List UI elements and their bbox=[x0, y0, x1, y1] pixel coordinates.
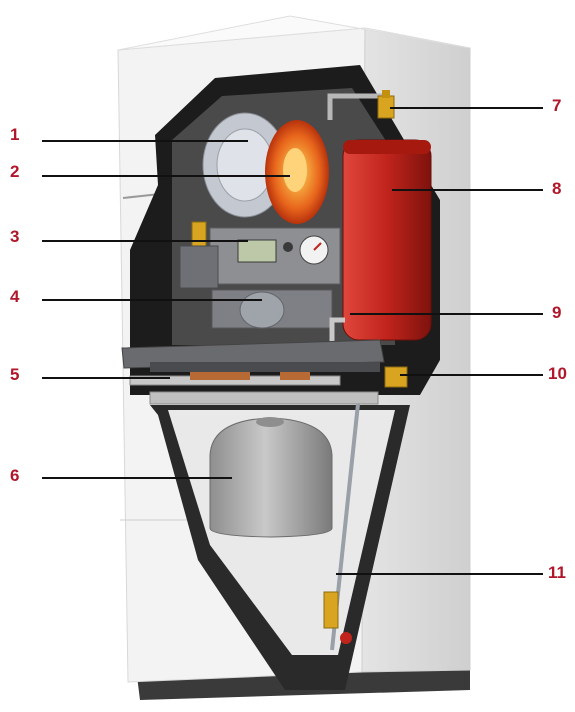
copper-fitting bbox=[190, 372, 250, 380]
drain-valve-handle bbox=[340, 632, 352, 644]
cylinder-top-fitting bbox=[256, 417, 284, 427]
callout-label-5: 5 bbox=[10, 365, 20, 384]
callout-label-6: 6 bbox=[10, 466, 20, 485]
air-vent-valve-cap bbox=[382, 90, 390, 98]
callout-label-2: 2 bbox=[10, 162, 20, 181]
callout-label-9: 9 bbox=[552, 303, 562, 322]
hot-water-cylinder bbox=[209, 417, 333, 538]
gas-block bbox=[179, 245, 219, 289]
expansion-vessel bbox=[342, 139, 432, 341]
control-knob bbox=[283, 242, 293, 252]
fan-impeller bbox=[216, 128, 274, 202]
vessel-connection-pipe bbox=[329, 317, 345, 346]
callout-label-3: 3 bbox=[10, 227, 20, 246]
callout-label-7: 7 bbox=[552, 96, 562, 115]
control-display bbox=[237, 239, 277, 263]
callout-label-4: 4 bbox=[10, 287, 20, 306]
pressure-gauge-needle bbox=[313, 242, 322, 251]
panel-seam bbox=[122, 193, 161, 199]
lower-frame bbox=[149, 391, 379, 405]
gas-valve bbox=[191, 221, 207, 247]
callout-label-8: 8 bbox=[552, 179, 562, 198]
shelf bbox=[121, 339, 385, 369]
copper-fitting bbox=[280, 372, 310, 380]
callout-label-11: 11 bbox=[548, 563, 566, 582]
drain-valve bbox=[323, 591, 339, 629]
pump-motor bbox=[239, 291, 285, 329]
expansion-vessel-cap bbox=[343, 140, 431, 154]
shelf-lip bbox=[150, 362, 380, 372]
cabinet-top bbox=[117, 15, 471, 51]
burner-core bbox=[283, 148, 307, 192]
callout-label-1: 1 bbox=[10, 125, 20, 144]
callout-label-10: 10 bbox=[548, 364, 567, 383]
safety-valve bbox=[384, 366, 408, 388]
